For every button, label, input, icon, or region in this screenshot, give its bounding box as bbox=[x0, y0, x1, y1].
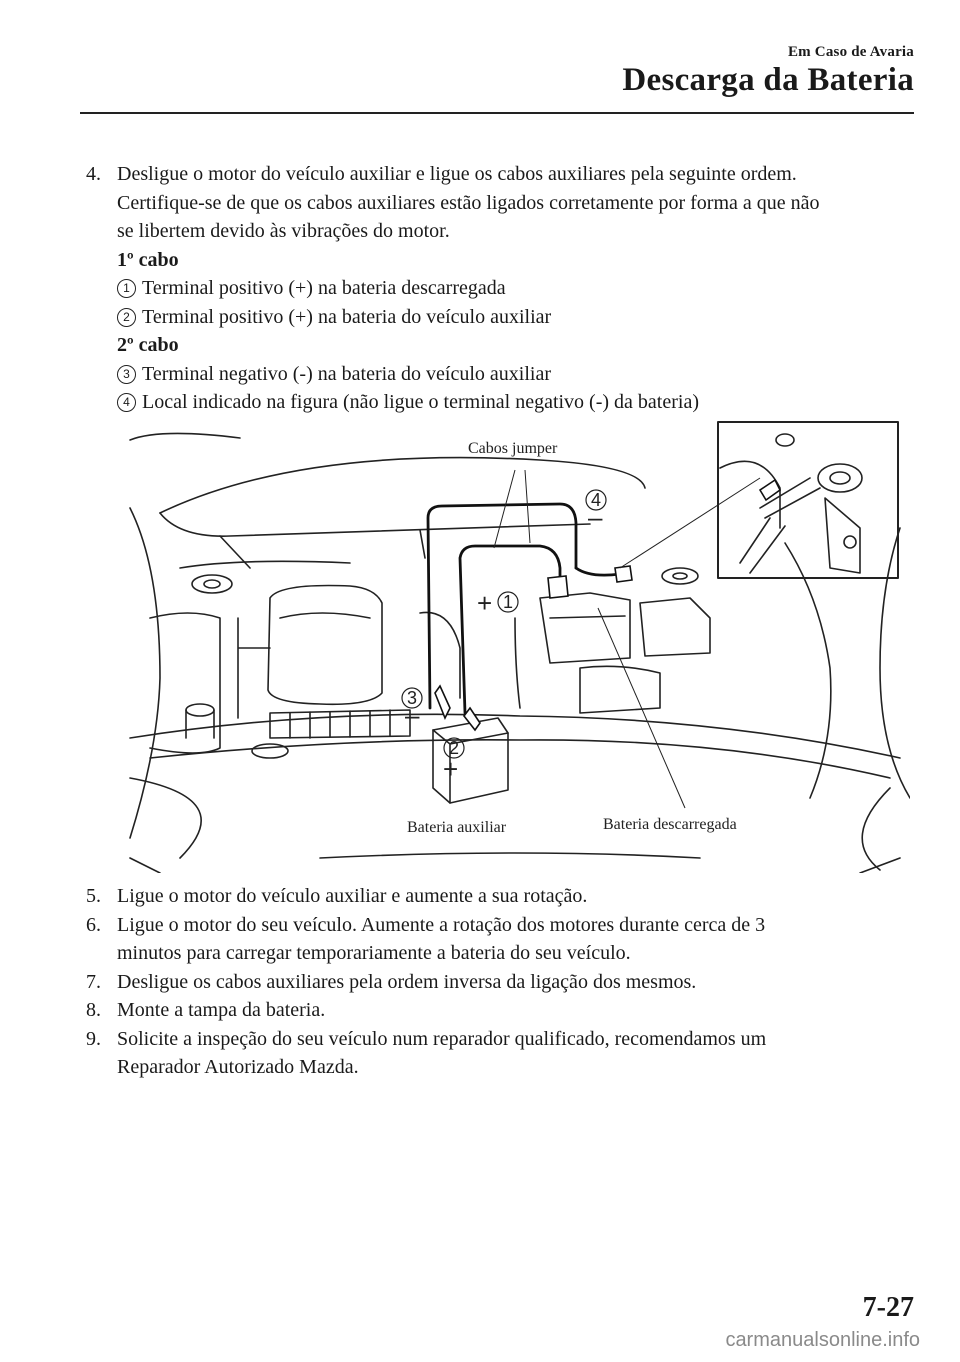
marker-3-icon: 3 bbox=[117, 364, 136, 384]
step-text: Ligue o motor do seu veículo. Aumente a … bbox=[117, 913, 766, 936]
header-rule bbox=[80, 112, 914, 114]
step-text: Ligue o motor do veículo auxiliar e aume… bbox=[117, 885, 588, 907]
section-label: Em Caso de Avaria bbox=[787, 44, 914, 60]
step-4-line-3: se libertem devido às vibrações do motor… bbox=[117, 220, 450, 242]
step-number: 8. bbox=[86, 999, 101, 1021]
aux-battery-label: Bateria auxiliar bbox=[407, 819, 507, 836]
plus-sign-1: + bbox=[477, 588, 492, 618]
step-9: 9. Solicite a inspeção do seu veículo nu… bbox=[86, 1025, 916, 1082]
hood-outline bbox=[159, 456, 646, 514]
watermark-link[interactable]: carmanualsonline.info bbox=[725, 1329, 920, 1351]
jump-start-illustration: Cabos jumper Bateria auxiliar Bateria de… bbox=[120, 418, 910, 873]
figure-marker-4: 4 bbox=[591, 490, 601, 510]
step-5: 5. Ligue o motor do veículo auxiliar e a… bbox=[86, 882, 916, 911]
step-text: Desligue os cabos auxiliares pela ordem … bbox=[117, 970, 697, 993]
figure-marker-2: 2 bbox=[449, 738, 459, 758]
connection-point-text: Terminal positivo (+) na bateria do veíc… bbox=[142, 305, 552, 328]
connection-point-text: Terminal negativo (-) na bateria do veíc… bbox=[142, 362, 551, 385]
step-text: Reparador Autorizado Mazda. bbox=[117, 1056, 359, 1078]
step-text: Monte a tampa da bateria. bbox=[117, 999, 326, 1021]
negative-cable bbox=[426, 502, 578, 710]
connection-point-4: 4 Local indicado na figura (não ligue o t… bbox=[117, 388, 916, 417]
dead-battery-label: Bateria descarregada bbox=[603, 816, 737, 833]
step-4-block: 4. Desligue o motor do veículo auxiliar … bbox=[86, 160, 916, 417]
connection-point-text: Local indicado na figura (não ligue o te… bbox=[142, 391, 699, 413]
step-number: 7. bbox=[86, 970, 101, 993]
hood-edge-left bbox=[129, 432, 241, 441]
cables-label: Cabos jumper bbox=[468, 440, 558, 457]
step-number: 5. bbox=[86, 885, 101, 907]
ground-cable-end bbox=[574, 566, 622, 577]
remaining-steps: 5. Ligue o motor do veículo auxiliar e a… bbox=[86, 882, 916, 1082]
step-number: 4. bbox=[86, 163, 101, 185]
step-number: 9. bbox=[86, 1027, 101, 1050]
figure-marker-1: 1 bbox=[503, 592, 513, 612]
page-title: Descarga da Bateria bbox=[622, 62, 914, 98]
marker-4-icon: 4 bbox=[117, 393, 136, 412]
step-number: 6. bbox=[86, 913, 101, 936]
page-number: 7-27 bbox=[862, 1292, 914, 1323]
step-4-line-1: Desligue o motor do veículo auxiliar e l… bbox=[117, 163, 797, 185]
step-text: minutos para carregar temporariamente a … bbox=[117, 942, 631, 964]
step-4: 4. Desligue o motor do veículo auxiliar … bbox=[86, 160, 916, 417]
plus-sign-2: + bbox=[443, 754, 458, 784]
step-4-line-2: Certifique-se de que os cabos auxiliares… bbox=[117, 191, 820, 214]
marker-1-icon: 1 bbox=[117, 279, 136, 298]
connection-point-3: 3 Terminal negativo (-) na bateria do veí… bbox=[117, 360, 916, 389]
minus-sign-4: – bbox=[588, 502, 603, 532]
cable-1-heading: 1º cabo bbox=[117, 248, 179, 271]
marker-2-icon: 2 bbox=[117, 307, 136, 327]
connection-point-2: 2 Terminal positivo (+) na bateria do veí… bbox=[117, 303, 916, 332]
cable-2-heading: 2º cabo bbox=[117, 334, 179, 356]
figure-marker-3: 3 bbox=[407, 688, 417, 708]
inset-frame bbox=[717, 421, 899, 579]
minus-sign-3: – bbox=[405, 700, 420, 730]
engine-bay-drawing: Cabos jumper Bateria auxiliar Bateria de… bbox=[129, 421, 910, 873]
positive-cable bbox=[458, 544, 562, 715]
step-7: 7. Desligue os cabos auxiliares pela ord… bbox=[86, 968, 916, 997]
connection-point-1: 1 Terminal positivo (+) na bateria descar… bbox=[117, 274, 916, 303]
step-6: 6. Ligue o motor do seu veículo. Aumente… bbox=[86, 911, 916, 968]
connection-point-text: Terminal positivo (+) na bateria descarr… bbox=[142, 277, 506, 299]
step-8: 8. Monte a tampa da bateria. bbox=[86, 996, 916, 1025]
step-text: Solicite a inspeção do seu veículo num r… bbox=[117, 1027, 767, 1050]
